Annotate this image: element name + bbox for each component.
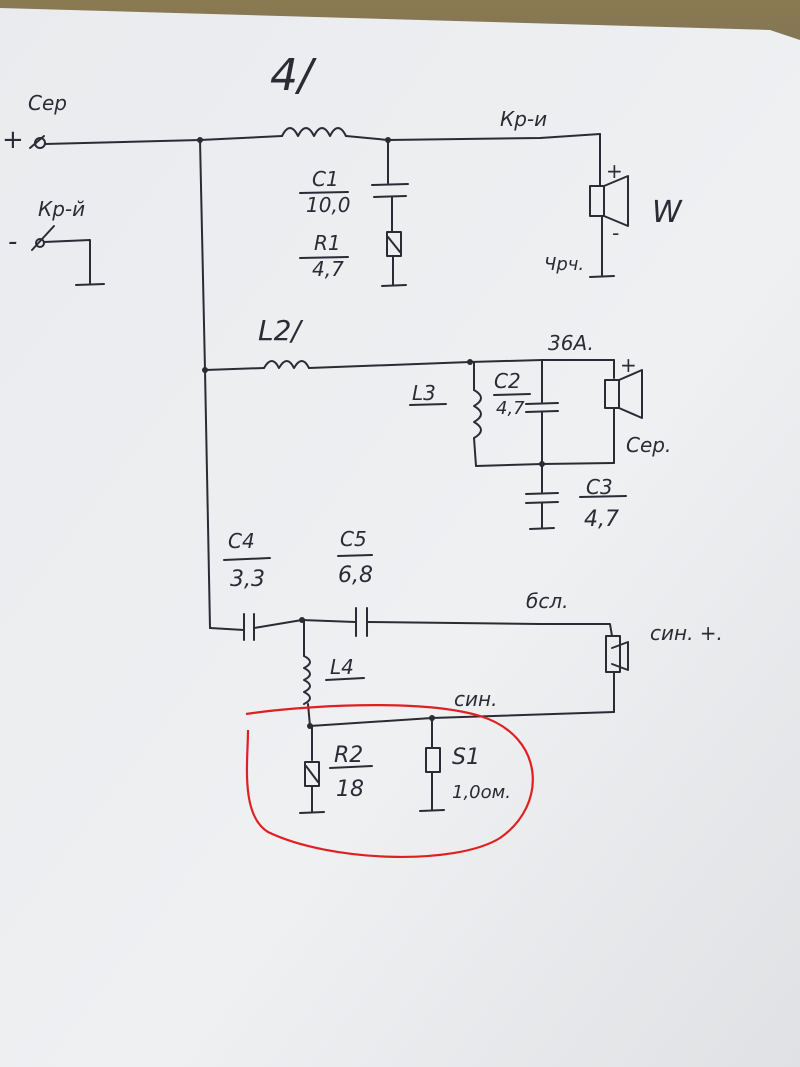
l2-label: L2/ (258, 314, 303, 347)
paper-sheet (0, 8, 800, 1067)
s1-value-label: 1,0ом. (452, 782, 511, 803)
r2-value-label: 18 (336, 777, 364, 802)
c1-value-label: 10,0 (306, 193, 351, 217)
circuit-wires (29, 127, 643, 814)
woofer-minus-label: - (612, 221, 619, 245)
midrange-body (604, 379, 620, 409)
left-plus-label: + (2, 125, 24, 155)
c2-name-label: C2 (494, 369, 521, 393)
r1-name-label: R1 (314, 231, 341, 255)
capacitor-c1-plate-bottom (373, 195, 407, 198)
left-minus-label: - (8, 227, 17, 257)
woofer-plus-label: + (606, 159, 623, 183)
capacitor-c1-plate-top (371, 183, 409, 186)
cin-label: син. (454, 687, 497, 711)
c5-name-label: C5 (340, 527, 367, 551)
woofer-w-label: W (652, 195, 683, 230)
woofer-cone (603, 175, 629, 227)
c4-name-label: C4 (228, 529, 255, 553)
l1-label: 4/ (270, 50, 317, 101)
c1-name-label: C1 (312, 167, 339, 191)
inductor-l2 (263, 360, 310, 369)
inductor-l3 (473, 389, 482, 439)
c3-value-label: 4,7 (584, 507, 619, 532)
c3-name-label: C3 (586, 475, 613, 499)
inductor-l1 (281, 127, 347, 137)
mid-top-label: 36A. (548, 331, 594, 355)
c4-value-label: 3,3 (230, 567, 265, 592)
c2-value-label: 4,7 (496, 398, 525, 419)
l4-label: L4 (330, 655, 354, 679)
mid-cep-label: Сер. (626, 433, 671, 457)
midrange-cone (618, 369, 643, 419)
top-kp-label: Кр-и (500, 107, 547, 131)
r2-name-label: R2 (334, 743, 363, 768)
input-kp-label: Кр-й (38, 197, 85, 221)
mid-plus-label: + (620, 353, 637, 377)
tweeter-label: син. +. (650, 621, 723, 645)
c5-value-label: 6,8 (338, 563, 373, 588)
capacitor-c3-plate-top (525, 492, 559, 495)
woofer-bottom-label: Чрч. (544, 254, 584, 275)
capacitor-c2-plate-top (525, 402, 559, 405)
junction-dots (197, 137, 545, 729)
inductor-l4 (303, 655, 311, 705)
l3-label: L3 (412, 381, 436, 405)
highlight-loop (245, 704, 534, 858)
input-cep-label: Сер (28, 91, 67, 115)
bcl-label: бсл. (526, 589, 568, 613)
r1-value-label: 4,7 (312, 257, 344, 281)
s1-name-label: S1 (452, 745, 480, 770)
woofer-body (589, 185, 605, 217)
